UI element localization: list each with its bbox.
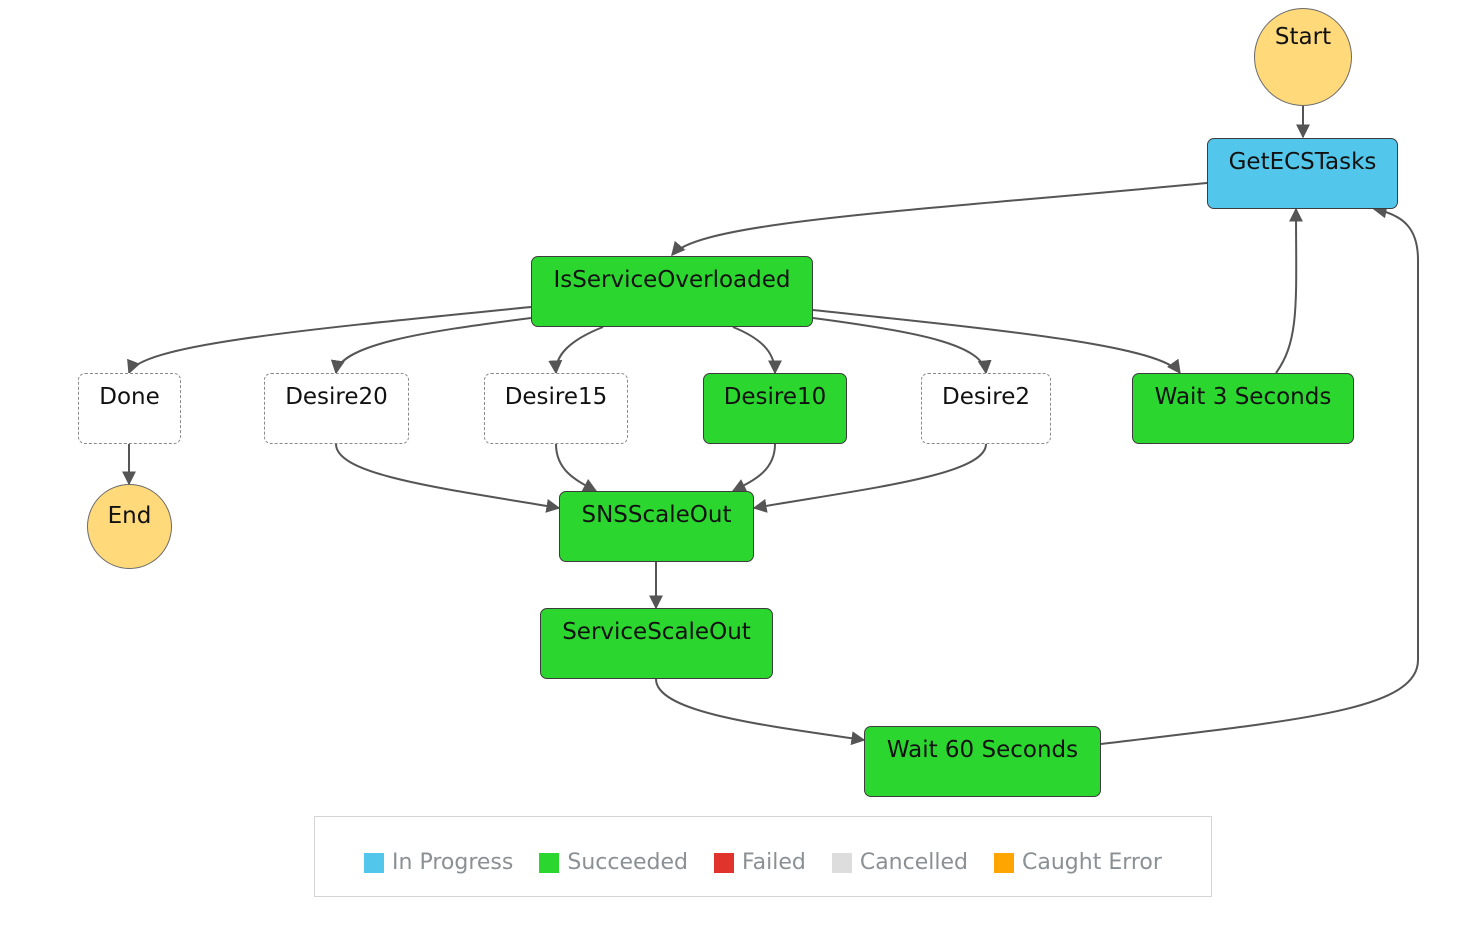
edge-isserviceoverloaded-wait3	[812, 309, 1181, 375]
node-label: Desire20	[285, 384, 388, 410]
legend-item-in-progress: In Progress	[364, 850, 513, 875]
legend-item-failed: Failed	[714, 850, 806, 875]
node-label: End	[107, 503, 152, 529]
node-snsscaleout[interactable]: SNSScaleOut	[559, 491, 754, 562]
legend-swatch	[994, 852, 1014, 873]
legend-item-succeeded: Succeeded	[539, 850, 688, 875]
edge-isserviceoverloaded-desire20	[330, 317, 532, 375]
legend-swatch	[714, 852, 734, 873]
node-wait60[interactable]: Wait 60 Seconds	[864, 726, 1101, 797]
node-desire15[interactable]: Desire15	[484, 373, 628, 444]
node-desire20[interactable]: Desire20	[264, 373, 409, 444]
node-label: SNSScaleOut	[581, 502, 732, 528]
node-servicescaleout[interactable]: ServiceScaleOut	[540, 608, 773, 679]
legend-label: In Progress	[392, 850, 514, 875]
legend-label: Failed	[742, 850, 806, 875]
edge-desire20-snsscaleout	[335, 443, 561, 513]
node-label: GetECSTasks	[1228, 149, 1377, 175]
edge-servicescaleout-wait60	[655, 678, 866, 746]
node-start[interactable]: Start	[1254, 8, 1352, 106]
legend-swatch	[831, 852, 852, 873]
node-getecstasks[interactable]: GetECSTasks	[1207, 138, 1398, 209]
edge-desire15-snsscaleout	[555, 443, 598, 492]
node-done[interactable]: Done	[78, 373, 181, 444]
edge-isserviceoverloaded-done	[127, 306, 532, 375]
edge-desire2-snsscaleout	[752, 443, 987, 513]
edge-isserviceoverloaded-desire10	[732, 326, 782, 375]
node-end[interactable]: End	[87, 484, 172, 569]
node-isserviceoverloaded[interactable]: IsServiceOverloaded	[531, 256, 813, 327]
node-wait3[interactable]: Wait 3 Seconds	[1132, 373, 1354, 444]
edge-desire10-snsscaleout	[731, 443, 776, 492]
legend-swatch	[539, 852, 560, 873]
node-desire10[interactable]: Desire10	[703, 373, 847, 444]
node-label: Wait 60 Seconds	[886, 737, 1079, 763]
legend-item-cancelled: Cancelled	[831, 850, 968, 875]
node-label: IsServiceOverloaded	[553, 267, 791, 293]
edge-isserviceoverloaded-desire15	[548, 326, 604, 375]
legend-label: Caught Error	[1022, 850, 1162, 875]
node-label: Desire10	[723, 384, 827, 410]
legend-label: Succeeded	[567, 850, 688, 875]
node-label: Done	[99, 384, 160, 410]
legend-swatch	[364, 852, 385, 873]
node-label: Desire2	[942, 384, 1030, 410]
edge-getecstasks-isserviceoverloaded	[671, 182, 1208, 257]
node-desire2[interactable]: Desire2	[921, 373, 1051, 444]
node-label: Start	[1274, 24, 1332, 50]
node-label: Desire15	[504, 384, 608, 410]
edge-wait3-getecstasks	[1275, 207, 1304, 374]
legend-item-caught-error: Caught Error	[994, 850, 1162, 875]
edge-isserviceoverloaded-desire2	[812, 317, 992, 375]
edge-wait60-getecstasks	[1100, 204, 1419, 745]
node-label: Wait 3 Seconds	[1154, 384, 1332, 410]
legend-label: Cancelled	[859, 850, 968, 875]
node-label: ServiceScaleOut	[562, 619, 751, 645]
status-legend: In Progress Succeeded Failed Cancelled C…	[314, 816, 1212, 897]
